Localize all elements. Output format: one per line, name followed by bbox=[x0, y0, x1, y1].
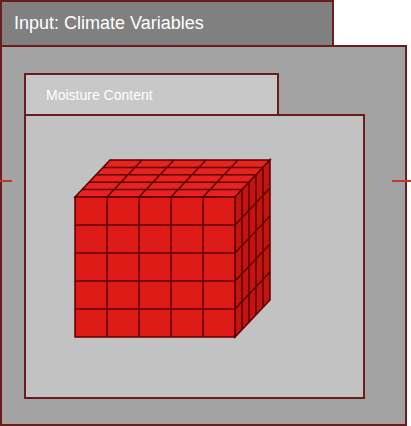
inner-panel bbox=[24, 114, 365, 399]
box-heading: Moisture Content bbox=[46, 87, 153, 103]
box-heading: Input: Climate Variables bbox=[14, 13, 204, 34]
inner-heading: Moisture Content bbox=[24, 73, 279, 116]
inner-box: Moisture Content bbox=[24, 73, 365, 399]
outer-heading: Input: Climate Variables bbox=[0, 0, 334, 47]
